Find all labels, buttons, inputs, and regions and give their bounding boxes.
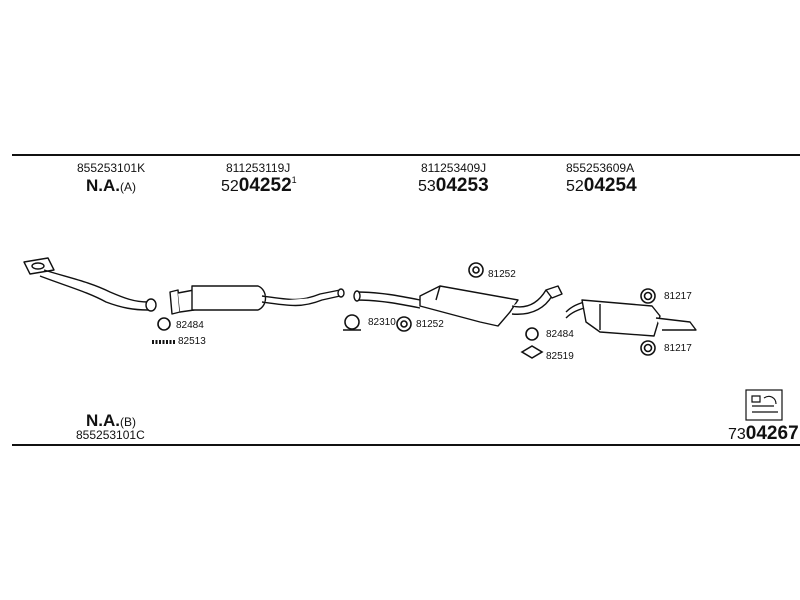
middle-silencer-icon	[353, 285, 563, 327]
ref-prefix: 52	[221, 178, 239, 195]
ref-main: 04267	[745, 423, 799, 444]
part-number-81217-upper: 81217	[664, 291, 692, 302]
rubber-mount-icon	[396, 316, 412, 332]
oem-number-middle-silencer: 811253409J	[421, 161, 487, 175]
na-label-a: N.A.(A)	[86, 177, 136, 194]
ring-clamp-icon	[525, 327, 539, 341]
top-rule	[12, 154, 800, 156]
ref-main: 04254	[583, 175, 637, 196]
ref-number-catalogue: 7304267	[728, 424, 799, 443]
na-suffix: (A)	[120, 180, 136, 194]
oem-number-front-silencer: 811253119J	[226, 161, 291, 175]
ring-clamp-icon	[157, 317, 171, 331]
part-number-82519: 82519	[546, 351, 574, 362]
part-number-81252-upper: 81252	[488, 269, 516, 280]
part-number-81217-lower: 81217	[664, 343, 692, 354]
na-suffix: (B)	[120, 415, 136, 429]
ref-number-middle-silencer: 5304253	[418, 176, 489, 195]
rubber-mount-icon	[468, 262, 484, 278]
ref-main: 04253	[435, 175, 489, 196]
rear-silencer-icon	[565, 299, 697, 337]
na-label-b: N.A.(B)	[86, 412, 136, 429]
part-number-82484-rear: 82484	[546, 329, 574, 340]
ref-number-rear-silencer: 5204254	[566, 176, 637, 195]
ring-clamp-icon	[640, 288, 656, 304]
ref-sup: 1	[291, 175, 297, 185]
oem-number-variant-b: 855253101C	[76, 428, 145, 442]
part-number-81252-lower: 81252	[416, 319, 444, 330]
ref-main: 04252	[238, 175, 292, 196]
catalogue-logo-icon	[745, 389, 783, 421]
part-number-82310: 82310	[368, 317, 396, 328]
front-silencer-icon	[169, 285, 345, 315]
ref-prefix: 53	[418, 178, 436, 195]
bottom-rule	[12, 444, 800, 446]
ref-number-front-silencer: 52042521	[221, 175, 297, 196]
front-pipe-icon	[23, 257, 157, 312]
oem-number-rear-silencer: 855253609A	[566, 161, 635, 175]
na-label: N.A.	[86, 411, 120, 430]
ref-prefix: 73	[728, 426, 746, 443]
part-number-82513: 82513	[178, 336, 206, 347]
ring-clamp-icon	[640, 340, 656, 356]
clamp-icon	[343, 314, 361, 331]
part-number-82484-front: 82484	[176, 320, 204, 331]
na-label: N.A.	[86, 176, 120, 195]
oem-number-front-pipe: 855253101K	[77, 161, 146, 175]
ref-prefix: 52	[566, 178, 584, 195]
gasket-icon	[520, 345, 544, 359]
